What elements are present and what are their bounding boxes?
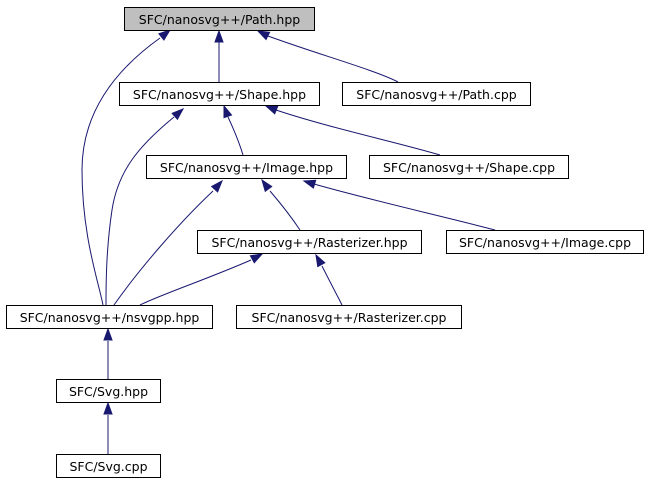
node-label: SFC/nanosvg++/Path.hpp [139,12,301,27]
edge-arrowhead [302,179,317,189]
edge-arrowhead [103,401,113,415]
node-svg-hpp[interactable]: SFC/Svg.hpp [56,379,161,403]
edge-line [105,116,175,306]
node-shape-cpp[interactable]: SFC/nanosvg++/Shape.cpp [369,155,569,179]
edge-arrowhead [261,178,273,193]
edge-image_hpp-to-image_cpp [302,179,496,231]
node-label: SFC/nanosvg++/Rasterizer.cpp [252,310,447,325]
node-shape-hpp[interactable]: SFC/nanosvg++/Shape.hpp [119,82,320,106]
node-box[interactable] [119,82,320,106]
node-label: SFC/Svg.hpp [69,384,148,399]
edge-arrowhead [214,29,224,43]
node-box[interactable] [56,379,161,403]
node-label: SFC/nanosvg++/Shape.hpp [133,87,306,102]
edge-shape_hpp-to-nsvgpp_hpp [105,108,185,306]
edge-line [313,183,496,231]
edge-svg_hpp-to-svg_cpp [103,401,113,454]
edge-arrowhead [256,30,271,41]
edge-line [321,265,343,306]
nodes-layer: SFC/nanosvg++/Path.hppSFC/nanosvg++/Shap… [6,7,644,478]
node-label: SFC/nanosvg++/nsvgpp.hpp [20,310,200,325]
edge-line [275,109,441,156]
edge-rasterizer_hpp-to-rasterizer_cpp [315,253,343,306]
edge-line [139,259,252,306]
node-box[interactable] [236,305,462,329]
edge-arrowhead [249,253,264,264]
edge-arrowhead [264,105,279,115]
edge-line [227,116,244,156]
edge-arrowhead [315,253,326,268]
edge-arrowhead [158,29,172,41]
edge-line [267,35,399,83]
node-path-hpp[interactable]: SFC/nanosvg++/Path.hpp [124,7,315,31]
edges-layer [81,29,496,454]
edge-rasterizer_hpp-to-nsvgpp_hpp [139,253,264,306]
edge-path_hpp-to-nsvgpp_hpp [81,29,172,306]
node-box[interactable] [56,454,161,478]
edge-shape_hpp-to-shape_cpp [264,105,441,156]
node-nsvgpp-hpp[interactable]: SFC/nanosvg++/nsvgpp.hpp [6,305,213,329]
node-box[interactable] [197,230,422,254]
node-box[interactable] [6,305,213,329]
node-label: SFC/Svg.cpp [69,459,147,474]
edge-nsvgpp_hpp-to-svg_hpp [103,327,113,379]
edge-arrowhead [223,104,233,119]
edge-image_hpp-to-nsvgpp_hpp [113,179,223,306]
node-label: SFC/nanosvg++/Image.cpp [459,235,631,250]
node-path-cpp[interactable]: SFC/nanosvg++/Path.cpp [342,82,531,106]
edge-path_hpp-to-shape_hpp [214,29,224,82]
node-box[interactable] [342,82,531,106]
node-label: SFC/nanosvg++/Path.cpp [356,87,516,102]
node-box[interactable] [369,155,569,179]
node-rasterizer-hpp[interactable]: SFC/nanosvg++/Rasterizer.hpp [197,230,422,254]
node-label: SFC/nanosvg++/Rasterizer.hpp [211,235,407,250]
edge-arrowhead [210,179,223,193]
edge-arrowhead [171,108,185,121]
edge-path_hpp-to-path_cpp [256,30,399,83]
node-image-cpp[interactable]: SFC/nanosvg++/Image.cpp [446,230,644,254]
node-label: SFC/nanosvg++/Shape.cpp [383,160,555,175]
node-rasterizer-cpp[interactable]: SFC/nanosvg++/Rasterizer.cpp [236,305,462,329]
node-image-hpp[interactable]: SFC/nanosvg++/Image.hpp [146,155,347,179]
edge-line [81,37,161,306]
node-box[interactable] [446,230,644,254]
node-label: SFC/nanosvg++/Image.hpp [160,160,333,175]
edge-arrowhead [103,327,113,341]
node-box[interactable] [124,7,315,31]
edge-shape_hpp-to-image_hpp [223,104,244,156]
node-svg-cpp[interactable]: SFC/Svg.cpp [56,454,161,478]
edge-line [269,190,301,231]
node-box[interactable] [146,155,347,179]
edge-line [113,190,214,306]
edge-image_hpp-to-rasterizer_hpp [261,178,301,231]
